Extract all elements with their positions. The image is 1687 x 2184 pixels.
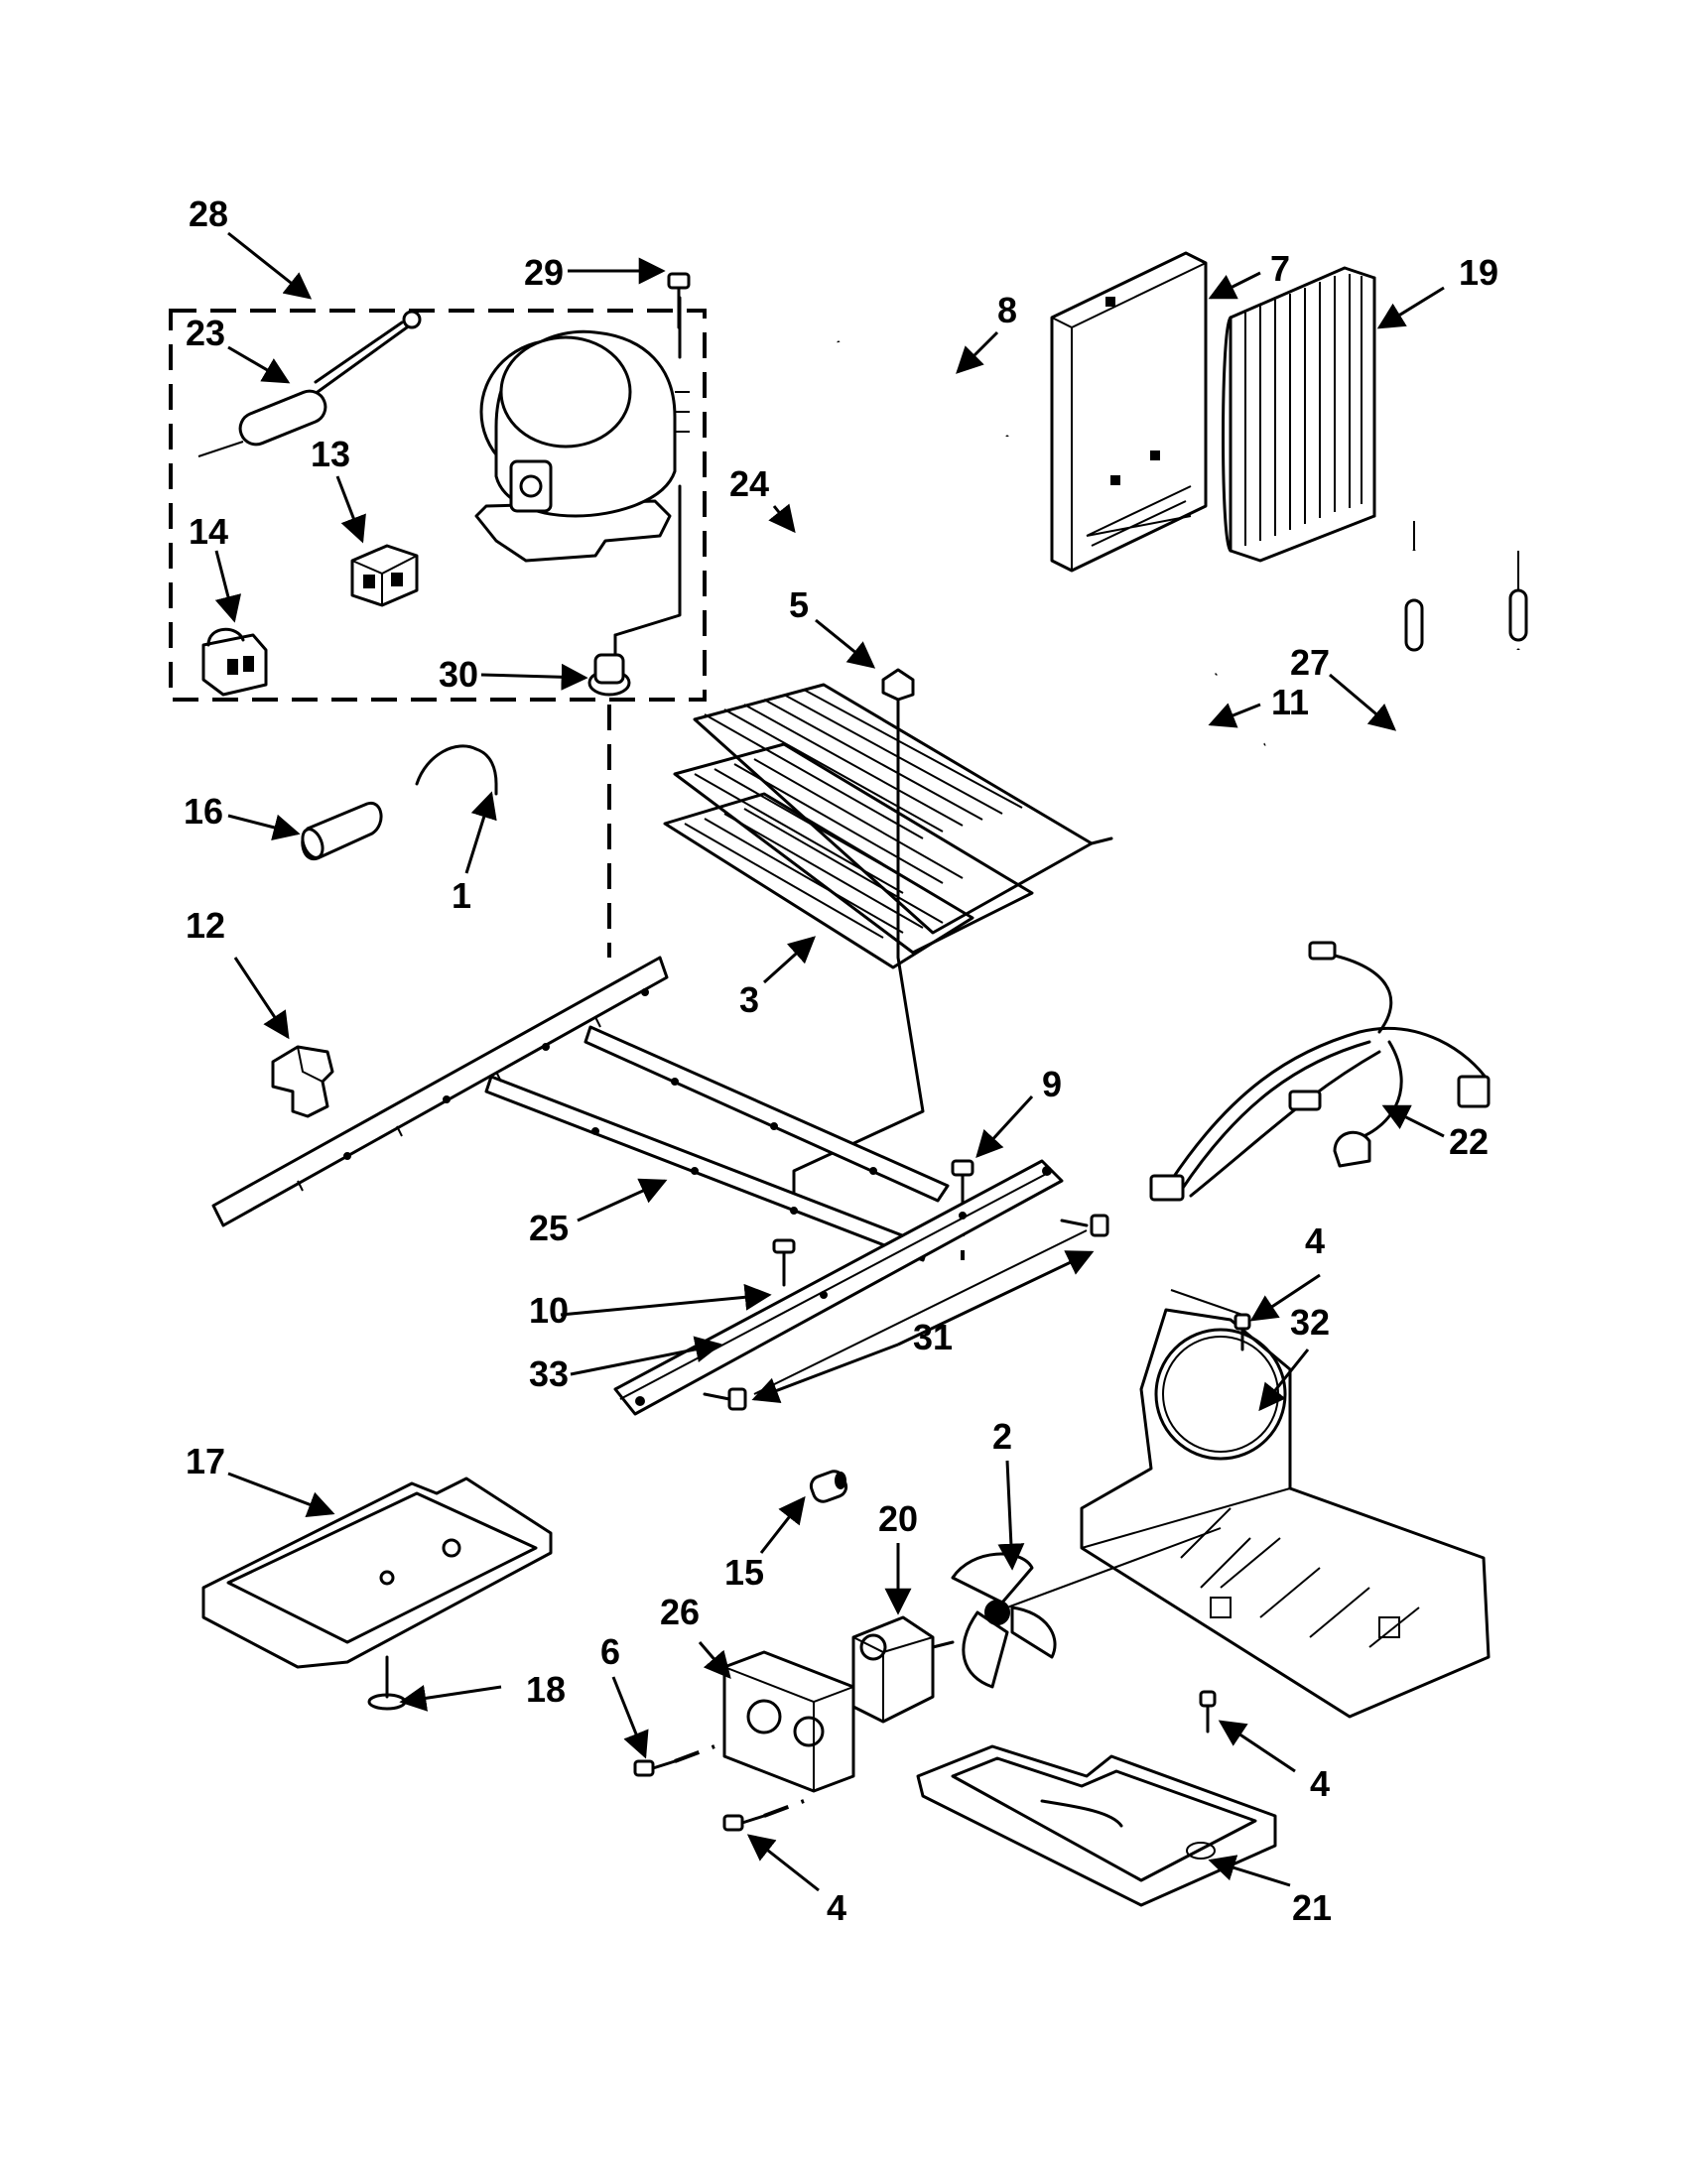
label-13: 13: [311, 434, 350, 474]
screw-part-29[interactable]: [667, 272, 691, 329]
screw-part-9[interactable]: [951, 1159, 974, 1208]
relay-part-13[interactable]: [350, 544, 419, 607]
label-21: 21: [1292, 1887, 1332, 1928]
spacer-part-15[interactable]: [809, 1469, 849, 1504]
label-3: 3: [739, 979, 759, 1020]
condenser-tube-line: [792, 698, 925, 1203]
screw-part-31-b[interactable]: [703, 1387, 747, 1411]
screw-part-4-bottom[interactable]: [722, 1814, 766, 1832]
label-14: 14: [189, 511, 228, 552]
tube-part-8[interactable]: [836, 340, 1010, 521]
label-33: 33: [529, 1353, 569, 1394]
callout-leaders: [214, 231, 1445, 1892]
sleeve-part-16[interactable]: [299, 801, 383, 861]
frame-part-25[interactable]: [211, 956, 950, 1262]
label-16: 16: [184, 791, 223, 832]
screw-6-dash: [674, 1744, 715, 1763]
clip-part-5[interactable]: [881, 668, 915, 702]
label-31: 31: [913, 1317, 953, 1357]
label-22: 22: [1449, 1121, 1489, 1162]
label-12: 12: [186, 905, 225, 946]
cover-part-7[interactable]: [1050, 251, 1208, 573]
callout-numbers: 28 29 23 13 14 30 24 8 7 19 5 11 27 16 1…: [184, 193, 1498, 1928]
wire-harness-part-22[interactable]: [1149, 941, 1491, 1202]
label-23: 23: [186, 313, 225, 353]
tube-part-11[interactable]: [1198, 673, 1278, 788]
label-26: 26: [660, 1592, 700, 1632]
compressor[interactable]: [474, 296, 690, 637]
screw-part-18[interactable]: [367, 1655, 407, 1711]
tube-part-24[interactable]: [750, 492, 818, 584]
label-4-bottom: 4: [827, 1887, 846, 1928]
wire-part-1[interactable]: [415, 744, 498, 796]
compressor-kit-outline: [169, 309, 707, 702]
label-11: 11: [1271, 682, 1309, 722]
screw-part-4-right[interactable]: [1199, 1690, 1217, 1734]
label-17: 17: [186, 1441, 225, 1481]
label-20: 20: [878, 1498, 918, 1539]
label-1: 1: [452, 875, 471, 916]
label-2: 2: [992, 1416, 1012, 1457]
rail-screw-line: [753, 1229, 1088, 1395]
screw-part-31-a[interactable]: [1060, 1214, 1109, 1237]
label-27: 27: [1290, 642, 1330, 683]
label-4-right: 4: [1310, 1763, 1330, 1804]
drier-part-23[interactable]: [197, 310, 422, 457]
label-24: 24: [729, 463, 769, 504]
label-7: 7: [1270, 248, 1290, 289]
label-19: 19: [1459, 252, 1498, 293]
evaporator-part-19[interactable]: [1222, 266, 1376, 563]
label-10: 10: [529, 1290, 569, 1331]
bracket-part-26[interactable]: [722, 1650, 855, 1793]
label-4-top: 4: [1305, 1220, 1325, 1261]
screw-part-10[interactable]: [772, 1238, 796, 1287]
label-32: 32: [1290, 1302, 1330, 1343]
label-8: 8: [997, 290, 1017, 330]
overload-part-14[interactable]: [201, 627, 268, 697]
label-15: 15: [724, 1552, 764, 1593]
label-29: 29: [524, 252, 564, 293]
insulation-part-17[interactable]: [201, 1477, 553, 1669]
label-18: 18: [526, 1669, 566, 1710]
bracket-part-12[interactable]: [271, 1045, 334, 1118]
label-28: 28: [189, 193, 228, 234]
drain-pan-part-21[interactable]: [916, 1744, 1277, 1907]
label-30: 30: [439, 654, 478, 695]
fan-motor-part-20[interactable]: [851, 1615, 955, 1724]
label-9: 9: [1042, 1064, 1062, 1104]
screw-part-4-top[interactable]: [1170, 1289, 1251, 1351]
rail-part-33[interactable]: [613, 1159, 1064, 1416]
screw-4-bottom-dash: [763, 1799, 805, 1818]
grommet-part-30[interactable]: [587, 633, 631, 697]
screw-part-6[interactable]: [633, 1759, 677, 1777]
label-25: 25: [529, 1208, 569, 1248]
condenser-part-3[interactable]: [663, 683, 1113, 969]
base-panel-part-32[interactable]: [1080, 1308, 1491, 1719]
tubes-part-27[interactable]: [1404, 521, 1528, 795]
label-6: 6: [600, 1631, 620, 1672]
label-5: 5: [789, 584, 809, 625]
